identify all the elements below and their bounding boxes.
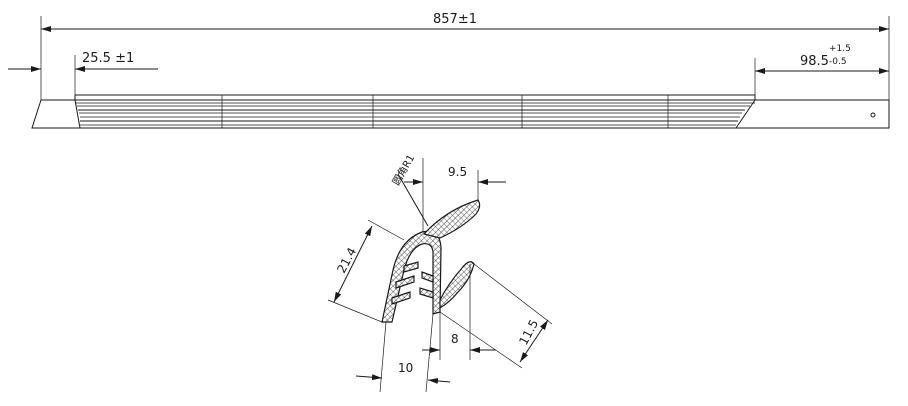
overall-length-label: 857±1 bbox=[433, 12, 477, 27]
profile-height-label: 21.4 bbox=[334, 245, 359, 275]
right-offset-label: 98.5 bbox=[800, 54, 829, 69]
top-lip-width-label: 9.5 bbox=[448, 165, 467, 179]
mounting-hole bbox=[870, 112, 876, 118]
right-offset-lower-tol: -0.5 bbox=[829, 57, 847, 67]
base-width-label: 10 bbox=[398, 361, 413, 375]
inner-gap-label: 8 bbox=[451, 332, 459, 346]
lower-lip bbox=[439, 261, 475, 310]
side-view: 857±1 25.5 ±1 98.5 +1.5 -0.5 bbox=[8, 12, 890, 129]
upper-lip bbox=[422, 199, 481, 239]
cross-section: 圆角R1 9.5 21.4 11.5 8 10 bbox=[327, 153, 553, 393]
left-offset-label: 25.5 ±1 bbox=[82, 51, 134, 66]
right-offset-upper-tol: +1.5 bbox=[829, 44, 851, 54]
lower-lip-height-label: 11.5 bbox=[516, 317, 541, 347]
